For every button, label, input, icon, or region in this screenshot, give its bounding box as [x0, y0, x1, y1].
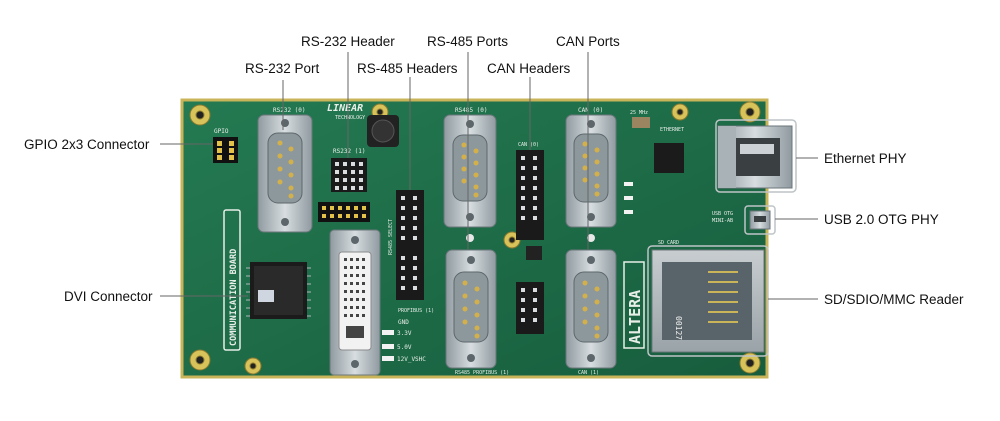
label-ethernet-phy: Ethernet PHY: [824, 151, 907, 166]
silk-brand: ALTERA: [626, 290, 644, 344]
silk-profibus: PROFIBUS (1): [398, 308, 434, 314]
silk-usb-sub: MINI-AB: [712, 218, 733, 224]
can-headers: CAN (0): [516, 142, 544, 334]
silk-ethernet: ETHERNET: [660, 127, 684, 133]
label-dvi-connector: DVI Connector: [64, 289, 153, 304]
silk-can-header: CAN (0): [518, 142, 539, 148]
silk-usb: USB OTG: [712, 211, 733, 217]
silk-v33: 3.3V: [397, 330, 412, 337]
label-rs232-header: RS-232 Header: [301, 34, 395, 49]
silk-clk: 25 MHz: [630, 110, 648, 116]
power-leds: 3.3V 5.0V 12V_VSHC GND: [382, 319, 426, 363]
silk-rs485-0: RS485 (0): [455, 107, 488, 114]
rs232-port: RS232 (0): [257, 107, 313, 233]
silk-lt-sub: TECHNOLOGY: [335, 115, 365, 121]
sd-card-socket: 00127 SD CARD: [647, 240, 769, 357]
label-can-ports: CAN Ports: [556, 34, 620, 49]
silk-can-0: CAN (0): [578, 107, 603, 114]
can-port-bottom: CAN (1): [565, 249, 617, 376]
silk-sd-card: SD CARD: [658, 240, 679, 246]
inductor: [367, 115, 399, 147]
rs232-header: RS232 (1): [331, 148, 367, 192]
jumper-row: [318, 202, 370, 222]
label-rs485-headers: RS-485 Headers: [357, 61, 458, 76]
silk-v50: 5.0V: [397, 344, 412, 351]
ethernet-area: 25 MHz ETHERNET: [624, 110, 684, 214]
rs485-headers: RS485 SELECT PROFIBUS (1): [388, 190, 434, 314]
rs485-port-top: RS485 (0): [443, 107, 497, 228]
label-rs232-port: RS-232 Port: [245, 61, 320, 76]
board-name-silk: COMMUNICATION BOARD: [223, 209, 241, 351]
silk-v12: 12V_VSHC: [397, 356, 426, 363]
silk-sd-marking: 00127: [674, 316, 683, 340]
linear-logo: LINEAR TECHNOLOGY: [327, 103, 365, 121]
silk-rs232: RS232 (0): [273, 107, 306, 114]
silk-gpio: GPIO: [214, 128, 229, 135]
label-gpio-connector: GPIO 2x3 Connector: [24, 137, 150, 152]
callout-lines: [160, 52, 818, 300]
silk-rs485-1: RS485 PROFIBUS (1): [455, 370, 509, 376]
dvi-transmitter-chip: [246, 262, 311, 319]
gpio-header: GPIO: [213, 128, 238, 163]
label-sd-reader: SD/SDIO/MMC Reader: [824, 292, 964, 307]
mounting-holes: [189, 101, 761, 375]
silk-rs485-select: RS485 SELECT: [388, 219, 394, 255]
can-port-top: CAN (0): [565, 107, 617, 228]
silk-gnd: GND: [398, 319, 409, 326]
ethernet-rj45: [715, 119, 797, 193]
label-rs485-ports: RS-485 Ports: [427, 34, 509, 49]
silk-lt-logo: LINEAR: [327, 103, 363, 114]
silk-rs232-header: RS232 (1): [333, 148, 366, 155]
label-usb-otg-phy: USB 2.0 OTG PHY: [824, 212, 939, 227]
label-can-headers: CAN Headers: [487, 61, 571, 76]
silk-board-name: COMMUNICATION BOARD: [229, 249, 239, 346]
rs485-port-bottom: RS485 PROFIBUS (1): [445, 249, 509, 376]
dvi-connector: [329, 229, 381, 376]
usb-mini-connector: USB OTG MINI-AB: [712, 205, 776, 235]
altera-logo: ALTERA: [623, 261, 645, 349]
silk-can-1: CAN (1): [578, 370, 599, 376]
